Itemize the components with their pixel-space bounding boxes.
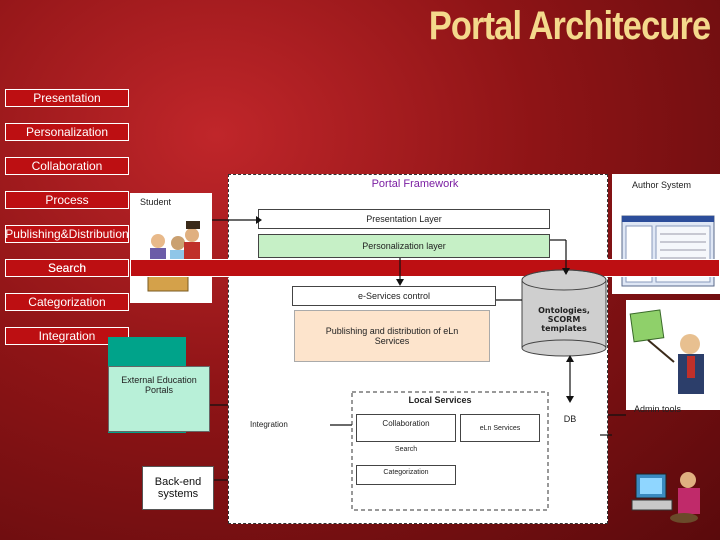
layer-publishing-distribution[interactable]: Publishing&Distribution [5, 225, 129, 243]
portal-framework-title: Portal Framework [371, 178, 459, 190]
admin-tools-label: Admin tools [634, 404, 682, 414]
collaboration-box: Collaboration [356, 414, 456, 442]
page-title: Portal Architecure [428, 4, 711, 48]
presentation-layer: Presentation Layer [258, 209, 550, 229]
layer-integration[interactable]: Integration [5, 327, 129, 345]
search-label: Search [47, 261, 87, 275]
layer-personalization[interactable]: Personalization [5, 123, 129, 141]
eservices-control: e-Services control [292, 286, 496, 306]
layer-categorization[interactable]: Categorization [5, 293, 129, 311]
admin-panel: Admin tools [626, 300, 720, 414]
categorization-box: Categorization [356, 465, 456, 485]
layer-search[interactable]: Search [5, 259, 129, 277]
layer-collaboration[interactable]: Collaboration [5, 157, 129, 175]
backend-systems-box: Back-end systems [142, 466, 214, 510]
ontologies-label: Ontologies, SCORM templates [538, 306, 590, 333]
student-label: Student [140, 197, 172, 207]
search-local-label: Search [394, 445, 418, 453]
external-portals-box: External Education Portals [108, 366, 210, 432]
eln-services-box: eLn Services [460, 414, 540, 442]
author-system-label: Author System [632, 180, 692, 190]
computer-user-image [622, 458, 720, 528]
layer-process[interactable]: Process [5, 191, 129, 209]
layer-presentation[interactable]: Presentation [5, 89, 129, 107]
external-portals-label: External Education Portals [121, 375, 197, 395]
db-label: DB [563, 414, 577, 424]
admin-teacher-illustration [629, 309, 704, 394]
personalization-layer: Personalization layer [258, 234, 550, 258]
integration-label: Integration [250, 420, 288, 429]
local-services-label: Local Services [408, 395, 472, 405]
computer-user-illustration [631, 472, 700, 523]
publishing-distribution-box: Publishing and distribution of eLn Servi… [294, 310, 490, 362]
